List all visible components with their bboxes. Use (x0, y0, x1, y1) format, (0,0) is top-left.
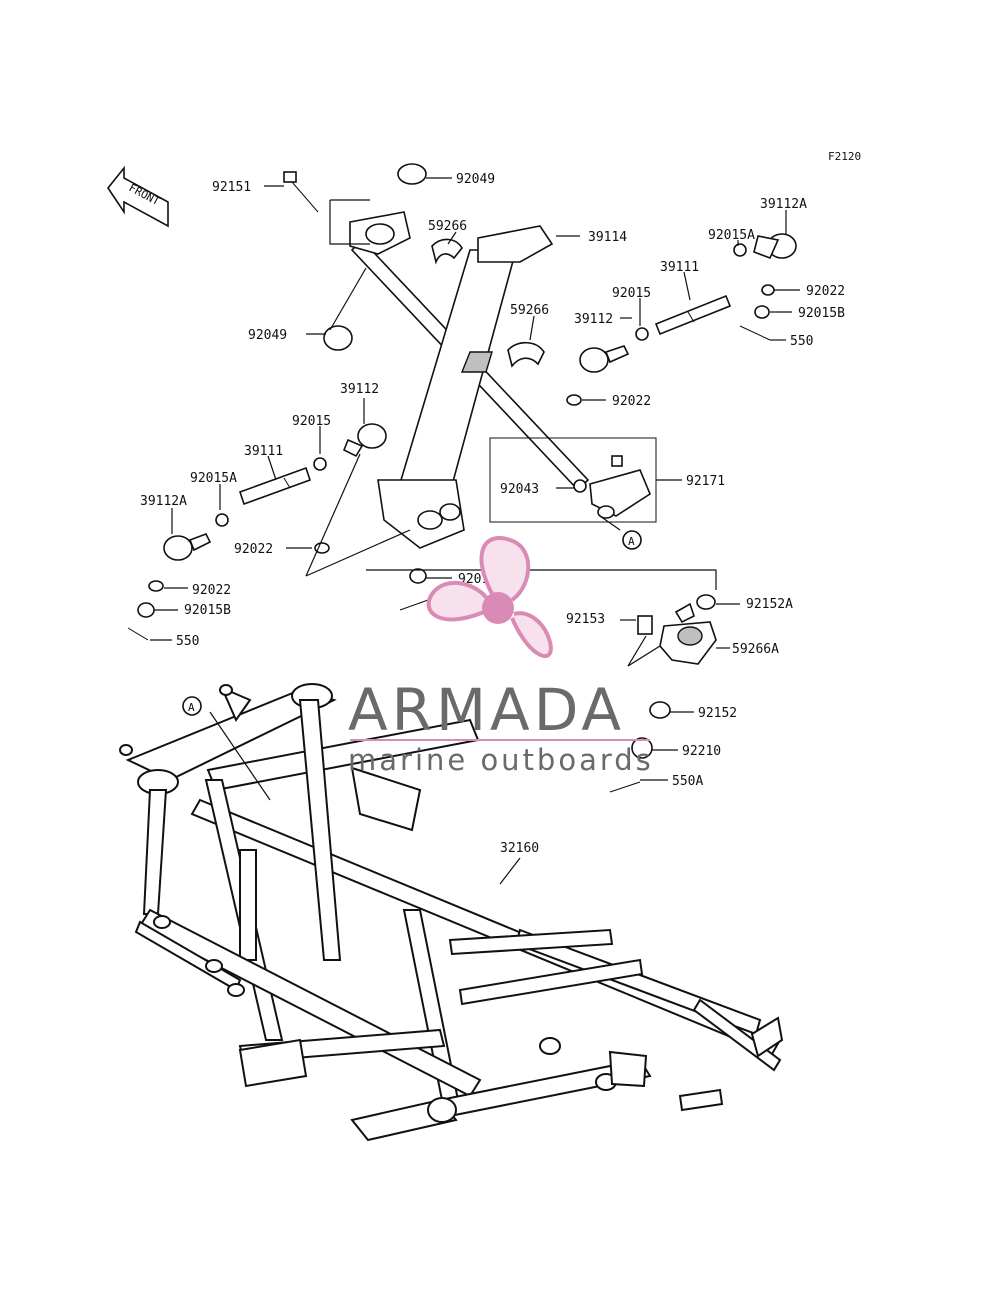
callout-92015b-right: 92015B (798, 306, 845, 321)
callout-92153: 92153 (566, 612, 605, 627)
callout-59266-top: 59266 (428, 219, 467, 234)
callout-92015-right: 92015 (612, 286, 651, 301)
callout-92049-low: 92049 (248, 328, 287, 343)
callout-39111-right: 39111 (660, 260, 699, 275)
callout-92171: 92171 (686, 474, 725, 489)
callout-92022-right-low: 92022 (612, 394, 651, 409)
nut-92015b-mid (409, 568, 427, 584)
callout-39111-left: 39111 (244, 444, 283, 459)
callout-labels: 92151 92049 59266 39114 39112A 92015A 39… (140, 172, 845, 856)
ref-marker-a-1 (622, 530, 642, 550)
ref-marker-a-2 (182, 696, 202, 716)
callout-92210: 92210 (682, 744, 721, 759)
clamp-59266-lower (507, 341, 545, 368)
callout-32160: 32160 (500, 841, 539, 856)
watermark: ARMADA marine outboards (348, 536, 654, 777)
clamp-92171 (573, 455, 651, 519)
callout-92015-left: 92015 (292, 414, 331, 429)
callout-92015a-left: 92015A (190, 471, 237, 486)
tie-rod-left (127, 423, 387, 641)
cotter-pin-550-mid (399, 599, 429, 611)
watermark-brand: ARMADA (348, 676, 625, 744)
steering-shaft-assembly (349, 211, 590, 549)
svg-text:A: A (188, 701, 195, 714)
callout-92152a: 92152A (746, 597, 793, 612)
callout-92049-top: 92049 (456, 172, 495, 187)
callout-92015a-right: 92015A (708, 228, 755, 243)
callout-92022-left: 92022 (192, 583, 231, 598)
watermark-tagline: marine outboards (348, 743, 654, 777)
callout-92152: 92152 (698, 706, 737, 721)
callout-550-right: 550 (790, 334, 813, 349)
callout-39112a-left: 39112A (140, 494, 187, 509)
callout-92022-mid: 92022 (234, 542, 273, 557)
tie-rod-right (566, 233, 797, 406)
bushing-92049-top (397, 163, 427, 185)
bolt-92151 (283, 171, 319, 213)
callout-550a: 550A (672, 774, 703, 789)
callout-92015b-left: 92015B (184, 603, 231, 618)
callout-550-left: 550 (176, 634, 199, 649)
callout-59266-low: 59266 (510, 303, 549, 318)
frame-32160 (119, 683, 784, 1142)
callout-92043: 92043 (500, 482, 539, 497)
callout-92151: 92151 (212, 180, 251, 195)
callout-39114: 39114 (588, 230, 627, 245)
callout-92022-right-top: 92022 (806, 284, 845, 299)
callout-59266a: 59266A (732, 642, 779, 657)
front-arrow-icon: FRONT (107, 165, 169, 228)
clamp-59266-upper (431, 238, 463, 265)
callout-39112-left: 39112 (340, 382, 379, 397)
svg-text:A: A (628, 535, 635, 548)
propeller-logo-icon (426, 536, 553, 658)
callout-39112a-right: 39112A (760, 197, 807, 212)
figure-code: F2120 (828, 150, 861, 163)
callout-39112-right: 39112 (574, 312, 613, 327)
leader-lines (150, 177, 800, 885)
bushing-92049-low (323, 325, 353, 351)
